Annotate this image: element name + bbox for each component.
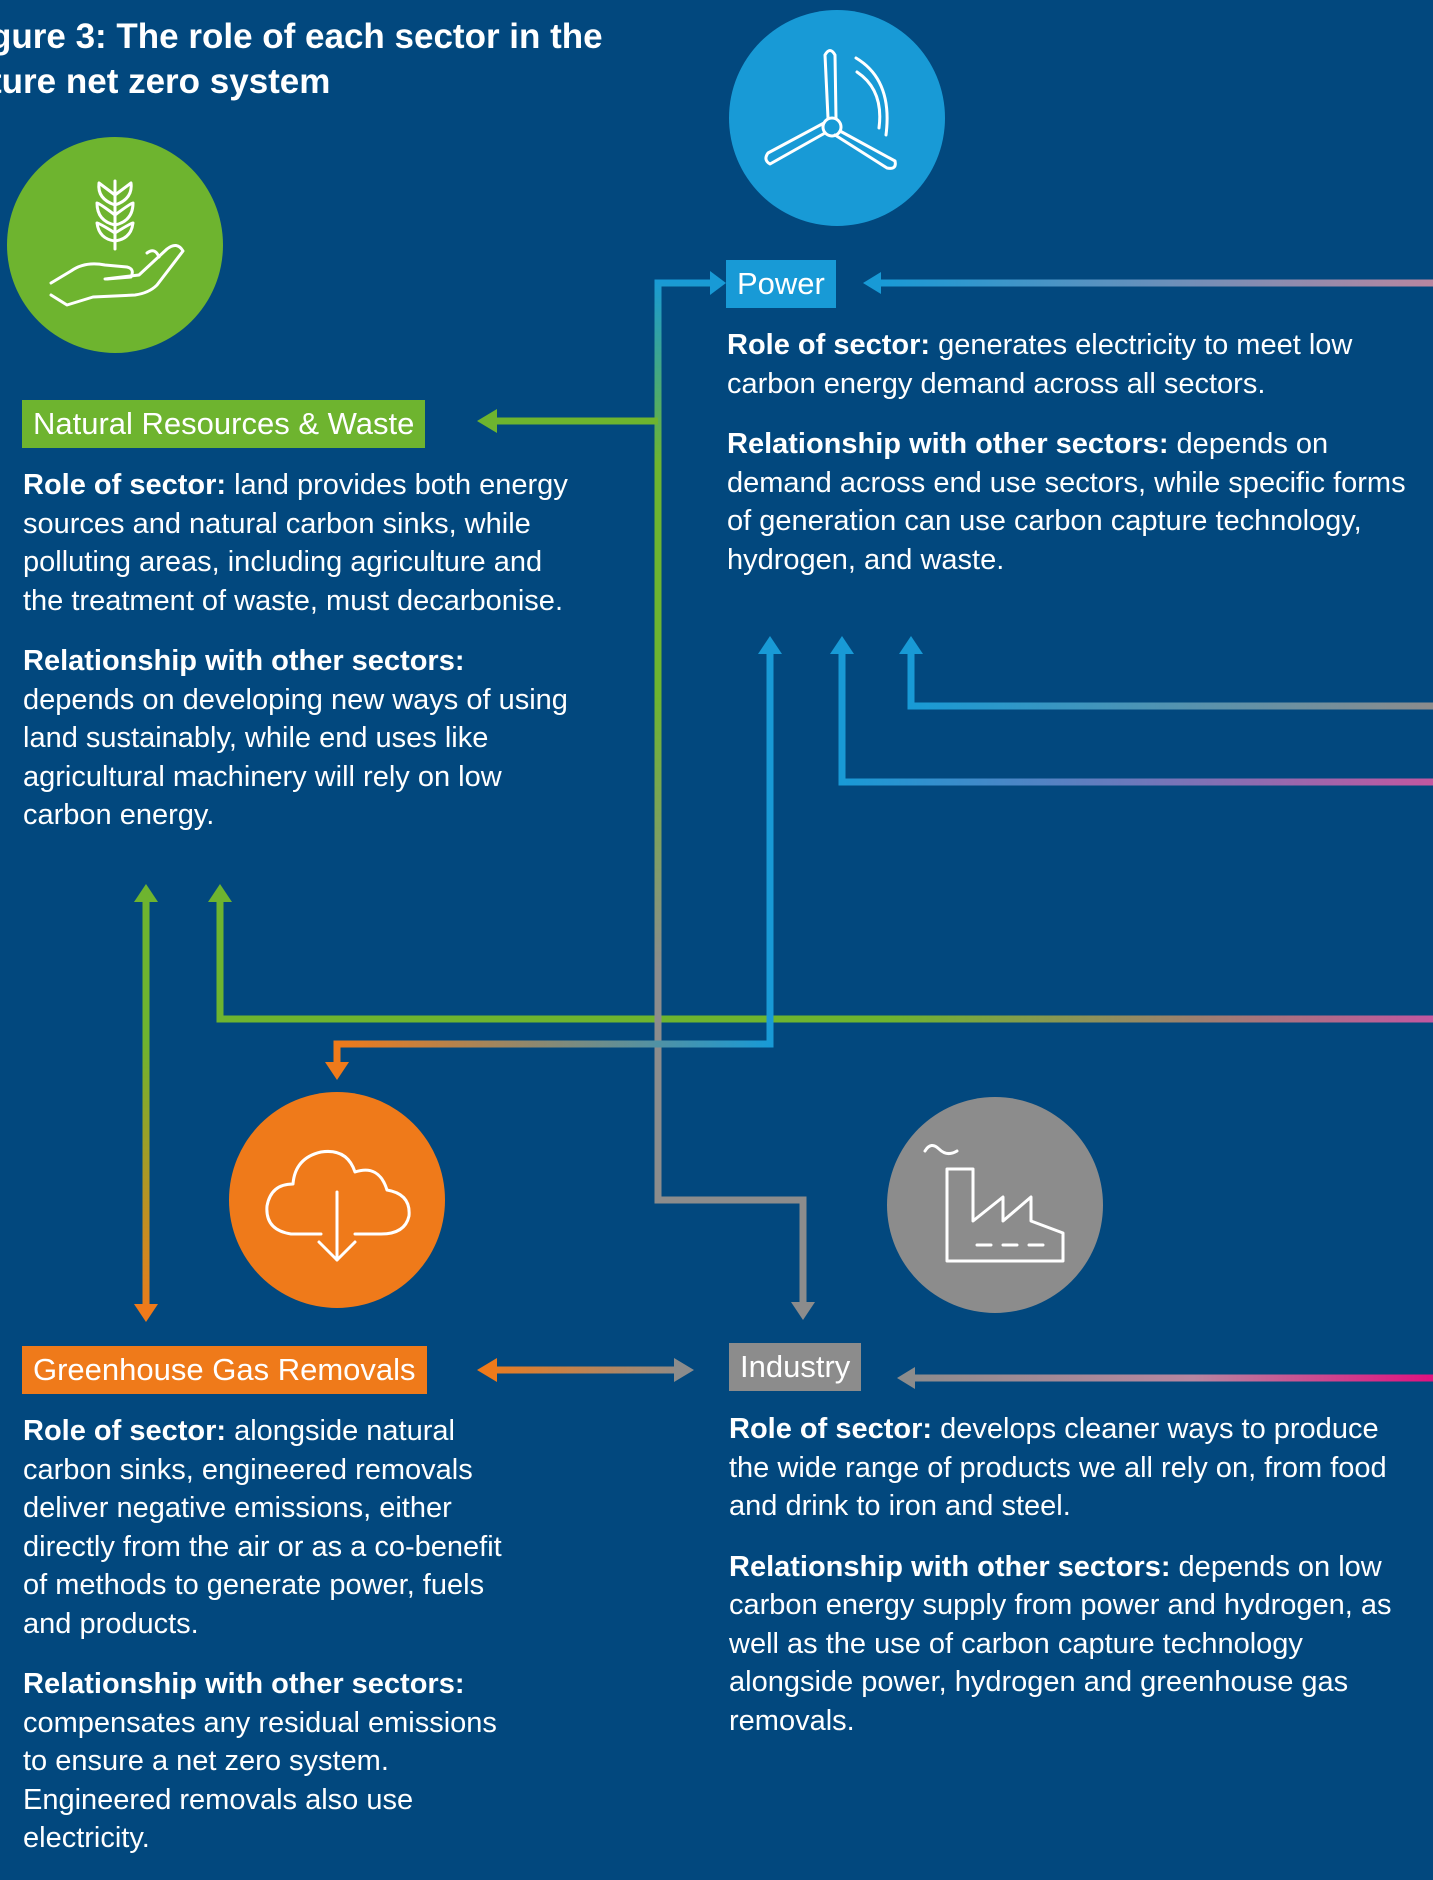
plant-in-hand-icon <box>49 179 185 307</box>
arrowhead-natural-resources-up-1 <box>134 884 158 902</box>
factory-icon <box>923 1144 1065 1263</box>
power-icon-circle <box>729 10 945 226</box>
ggr-role-key: Role of sector: <box>23 1415 227 1447</box>
arrowhead-power-up-2 <box>830 636 854 654</box>
industry-relationship: Relationship with other sectors: depends… <box>729 1548 1419 1741</box>
arrowhead-ggr-right <box>477 1358 497 1382</box>
arrowhead-power-up-1 <box>758 636 782 654</box>
power-relationship: Relationship with other sectors: depends… <box>727 425 1427 579</box>
industry-label: Industry <box>729 1343 862 1391</box>
ggr-icon-circle <box>229 1092 445 1308</box>
ggr-role: Role of sector: alongside natural carbon… <box>23 1412 513 1643</box>
arrowhead-power-left <box>710 271 726 295</box>
arrowhead-industry-down <box>791 1302 815 1320</box>
industry-role: Role of sector: develops cleaner ways to… <box>729 1410 1419 1526</box>
industry-role-key: Role of sector: <box>729 1413 933 1445</box>
connector-offscreen-to-power-1 <box>907 650 1433 710</box>
arrowhead-industry-right <box>897 1367 915 1389</box>
natural-resources-label: Natural Resources & Waste <box>22 400 426 448</box>
natural-resources-rel-text: depends on developing new ways of using … <box>23 683 568 832</box>
ggr-rel-key: Relationship with other sectors: <box>23 1668 465 1700</box>
natural-resources-description: Role of sector: land provides both energ… <box>23 466 568 857</box>
power-description: Role of sector: generates electricity to… <box>727 326 1427 601</box>
cloud-download-icon <box>265 1149 411 1262</box>
natural-resources-role: Role of sector: land provides both energ… <box>23 466 568 620</box>
connector-offscreen-to-power-2 <box>838 650 1433 786</box>
figure-title: gure 3: The role of each sector in the t… <box>0 14 650 104</box>
natural-resources-rel-key: Relationship with other sectors: <box>23 645 465 677</box>
arrowhead-natural-resources-up-2 <box>208 884 232 902</box>
industry-rel-text: depends on low carbon energy supply from… <box>729 1550 1392 1737</box>
ggr-role-text: alongside natural carbon sinks, engineer… <box>23 1415 502 1640</box>
power-role-key: Role of sector: <box>727 329 931 361</box>
power-label: Power <box>726 260 836 308</box>
natural-resources-relationship: Relationship with other sectors: depends… <box>23 642 568 835</box>
arrowhead-natural-resources-right <box>477 409 497 433</box>
ggr-relationship: Relationship with other sectors: compens… <box>23 1665 513 1858</box>
power-rel-key: Relationship with other sectors: <box>727 428 1169 460</box>
ggr-rel-text: compensates any residual emissions to en… <box>23 1706 497 1855</box>
arrowhead-ggr-down-left <box>134 1304 158 1322</box>
figure-title-line-2: ture net zero system <box>0 62 331 101</box>
connector-power-to-ggr <box>333 650 774 1064</box>
wind-turbine-icon <box>764 49 897 170</box>
natural-resources-role-key: Role of sector: <box>23 469 227 501</box>
natural-resources-icon-circle <box>7 137 223 353</box>
power-role: Role of sector: generates electricity to… <box>727 326 1427 403</box>
power-rel-text: depends on demand across end use sectors… <box>727 428 1406 576</box>
ggr-description: Role of sector: alongside natural carbon… <box>23 1412 513 1880</box>
arrowhead-ggr-down-top <box>325 1062 349 1080</box>
industry-description: Role of sector: develops cleaner ways to… <box>729 1410 1419 1762</box>
arrowhead-industry-left <box>674 1358 694 1382</box>
arrowhead-power-up-3 <box>899 636 923 654</box>
power-role-text: generates electricity to meet low carbon… <box>727 329 1353 400</box>
industry-role-text: develops cleaner ways to produce the wid… <box>729 1413 1387 1522</box>
industry-icon-circle <box>887 1097 1103 1313</box>
connector-center-trunk <box>654 279 807 1306</box>
figure-title-line-1: gure 3: The role of each sector in the <box>0 17 603 56</box>
ggr-label: Greenhouse Gas Removals <box>22 1346 427 1394</box>
arrowhead-power-right <box>863 272 881 294</box>
connector-offscreen-to-natural-resources <box>216 896 1433 1023</box>
industry-rel-key: Relationship with other sectors: <box>729 1550 1171 1583</box>
natural-resources-role-text: land provides both energy sources and na… <box>23 469 568 617</box>
